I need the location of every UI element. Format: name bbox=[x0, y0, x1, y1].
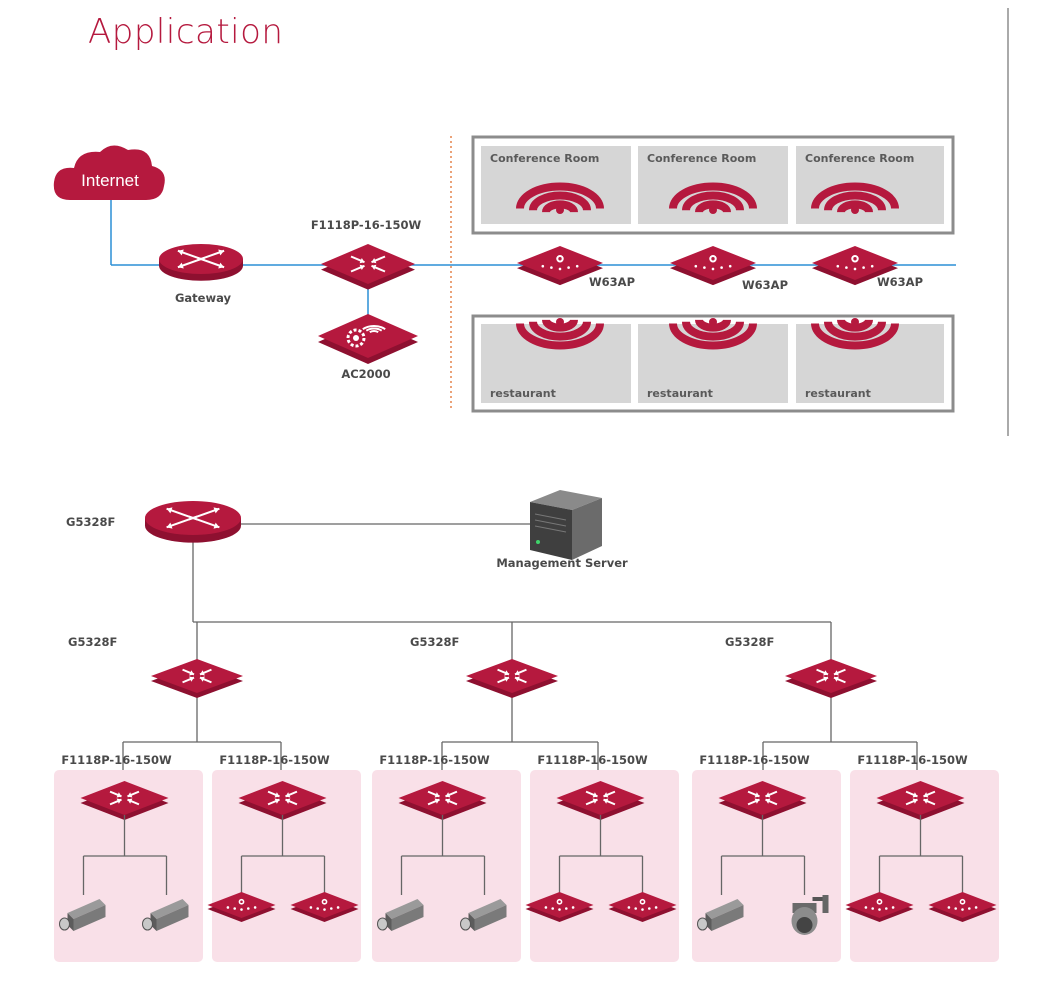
conference-room-label: Conference Room bbox=[490, 152, 599, 165]
access-switch-icon bbox=[398, 781, 487, 820]
aggregation-switch-icon bbox=[151, 659, 243, 698]
access-point-label: W63AP bbox=[589, 275, 635, 289]
w63ap-access-point-icon bbox=[670, 246, 756, 286]
wifi-down-icon bbox=[669, 318, 757, 350]
internet-cloud-icon bbox=[53, 145, 165, 200]
wifi-down-icon bbox=[811, 318, 899, 350]
access-switch-icon bbox=[238, 781, 327, 820]
wifi-up-icon bbox=[516, 182, 604, 214]
access-point-icon bbox=[845, 892, 914, 922]
access-point-icon bbox=[928, 892, 997, 922]
access-switch-label: F1118P-16-150W bbox=[61, 753, 172, 767]
aggregation-label: G5328F bbox=[68, 635, 117, 649]
page-title: Application bbox=[88, 12, 284, 52]
wifi-up-icon bbox=[811, 182, 899, 214]
ac-controller-icon bbox=[318, 314, 418, 364]
access-switch-icon bbox=[718, 781, 807, 820]
server-label: Management Server bbox=[496, 556, 628, 570]
access-point-label: W63AP bbox=[742, 278, 788, 292]
dome-camera-icon bbox=[791, 895, 829, 935]
restaurant-frame bbox=[471, 314, 955, 413]
camera-icon bbox=[142, 899, 189, 931]
internet-label: Internet bbox=[81, 171, 139, 190]
aggregation-switch-icon bbox=[466, 659, 558, 698]
access-switch-label: F1118P-16-150W bbox=[379, 753, 490, 767]
management-server-icon bbox=[530, 490, 602, 560]
wifi-up-icon bbox=[669, 182, 757, 214]
w63ap-access-point-icon bbox=[812, 246, 898, 286]
access-point-icon bbox=[525, 892, 594, 922]
gateway-label: Gateway bbox=[175, 291, 232, 305]
camera-icon bbox=[460, 899, 507, 931]
core-router-icon bbox=[145, 501, 241, 543]
conference-room-label: Conference Room bbox=[647, 152, 756, 165]
access-switch-icon bbox=[80, 781, 169, 820]
conference-room-label: Conference Room bbox=[805, 152, 914, 165]
access-point-icon bbox=[608, 892, 677, 922]
camera-icon bbox=[377, 899, 424, 931]
access-switch-label: F1118P-16-150W bbox=[699, 753, 810, 767]
core-label: G5328F bbox=[66, 515, 115, 529]
access-switch-label: F1118P-16-150W bbox=[857, 753, 968, 767]
aggregation-label: G5328F bbox=[410, 635, 459, 649]
access-point-label: W63AP bbox=[877, 275, 923, 289]
access-switch-icon bbox=[556, 781, 645, 820]
restaurant-label: restaurant bbox=[805, 387, 871, 400]
aggregation-switch-icon bbox=[785, 659, 877, 698]
gateway-router-icon bbox=[159, 244, 243, 281]
w63ap-access-point-icon bbox=[517, 246, 603, 286]
aggregation-label: G5328F bbox=[725, 635, 774, 649]
restaurant-label: restaurant bbox=[647, 387, 713, 400]
conference-frame bbox=[471, 135, 955, 235]
access-switch-icon bbox=[876, 781, 965, 820]
access-switch-label: F1118P-16-150W bbox=[219, 753, 330, 767]
access-point-icon bbox=[290, 892, 359, 922]
wifi-down-icon bbox=[516, 318, 604, 350]
camera-icon bbox=[59, 899, 106, 931]
access-switch-label: F1118P-16-150W bbox=[537, 753, 648, 767]
restaurant-label: restaurant bbox=[490, 387, 556, 400]
main-switch-label: F1118P-16-150W bbox=[311, 218, 422, 232]
access-point-icon bbox=[207, 892, 276, 922]
camera-icon bbox=[697, 899, 744, 931]
main-switch-icon bbox=[321, 244, 415, 290]
controller-label: AC2000 bbox=[341, 367, 390, 381]
